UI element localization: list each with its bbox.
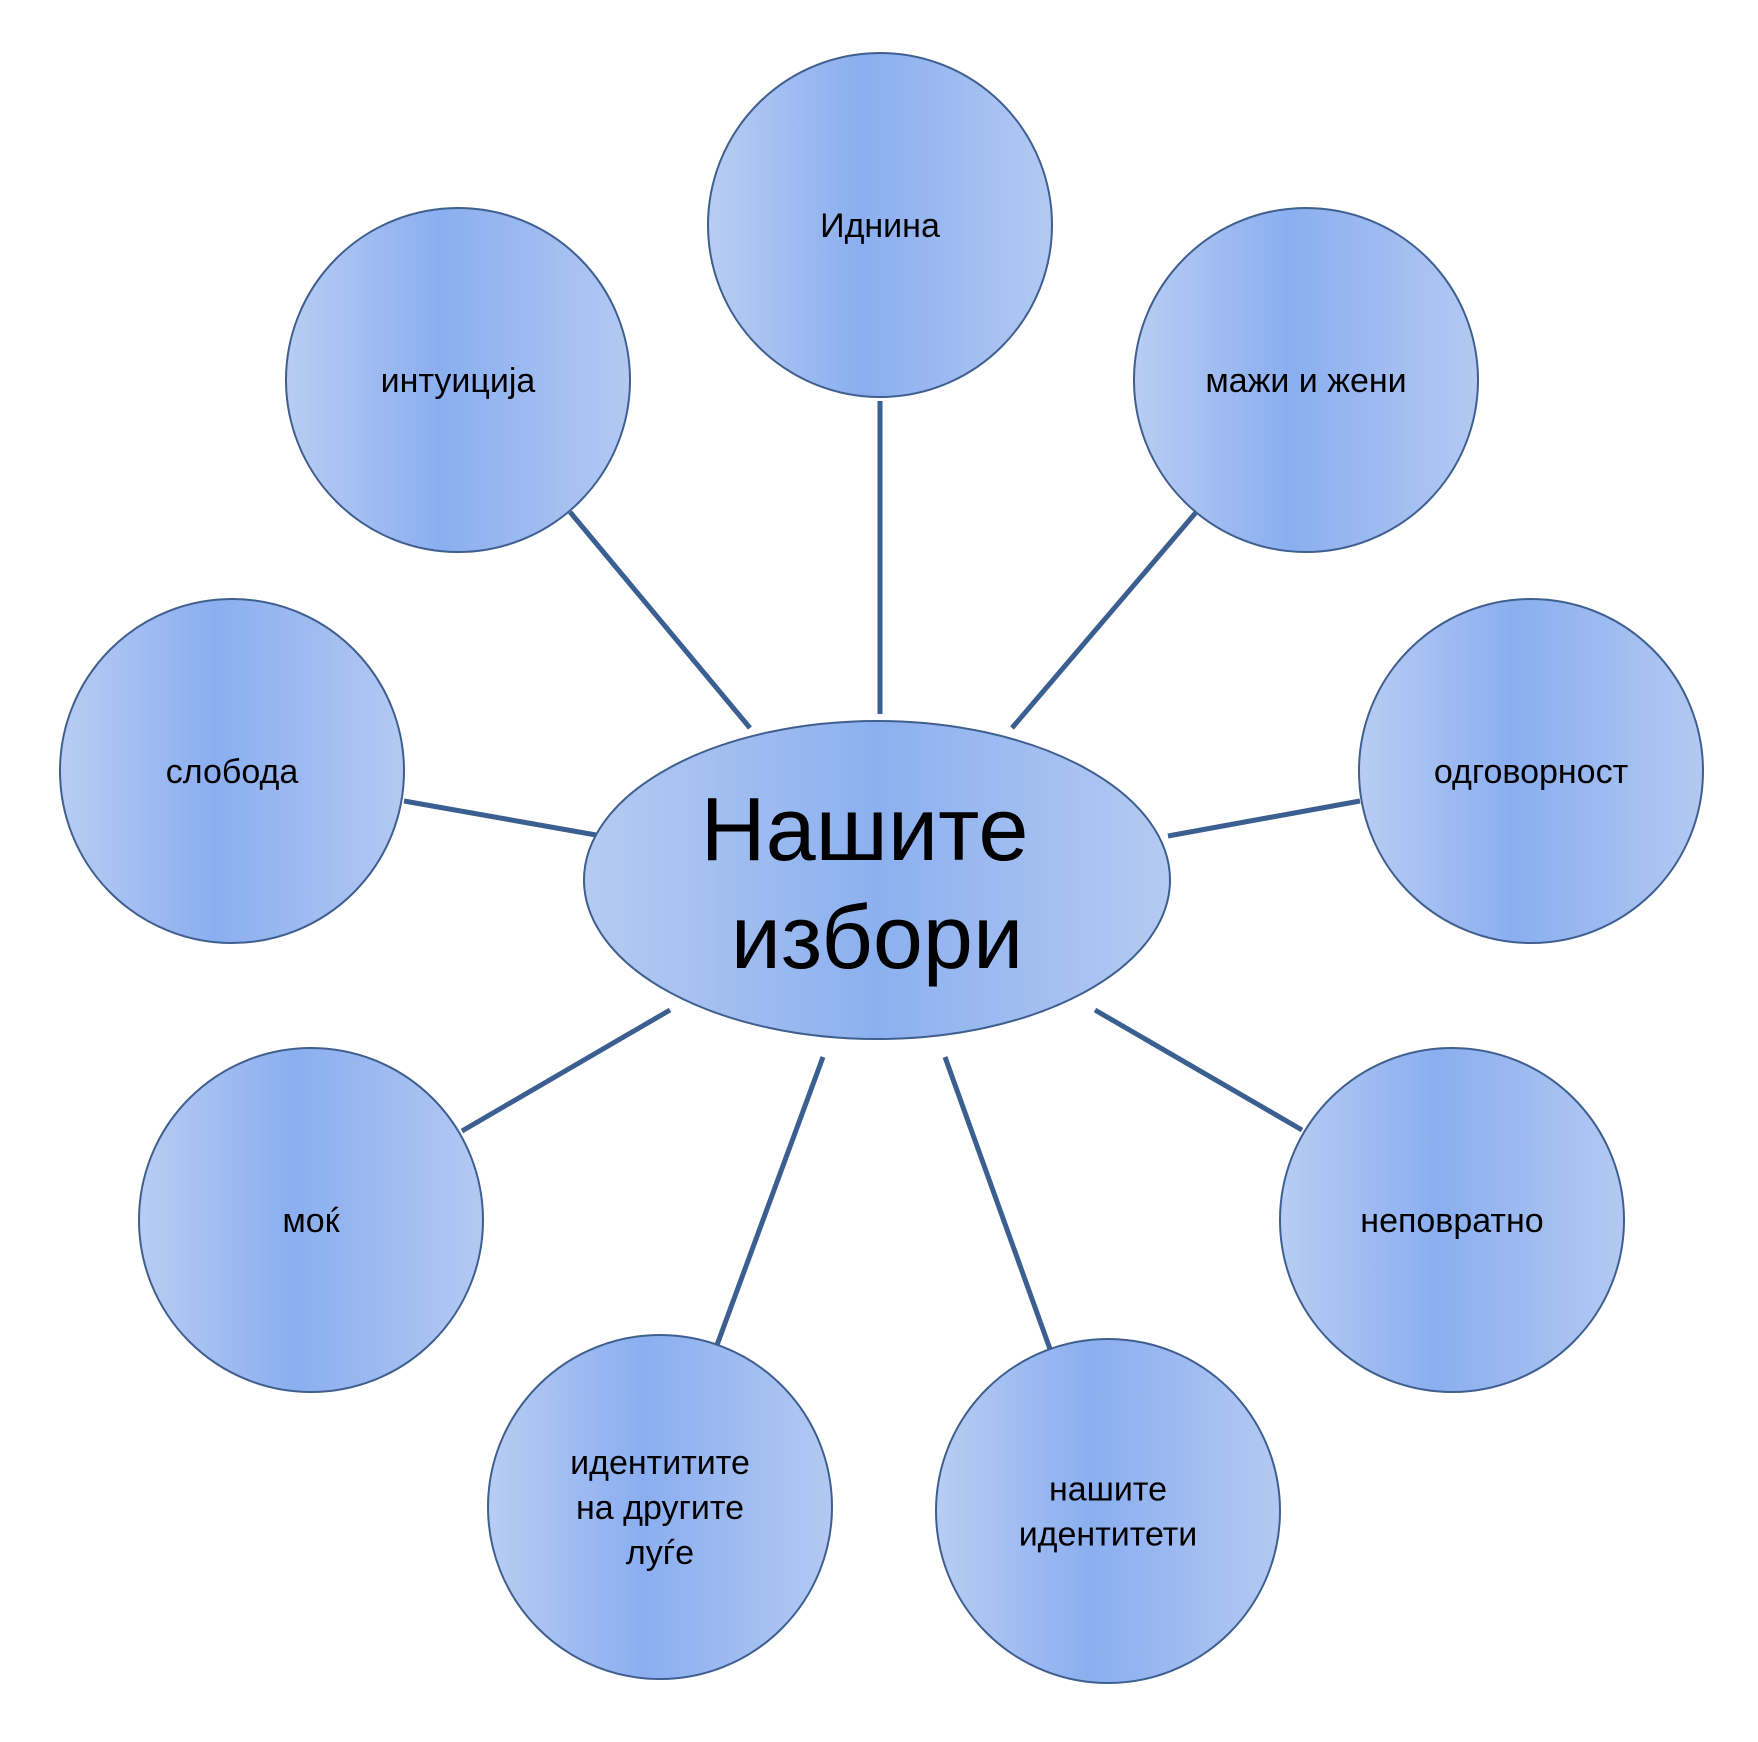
- node-label-odgovornost: одговорност: [1434, 753, 1628, 791]
- node-circle-nashite-identiteti: [935, 1338, 1281, 1684]
- node-circle-odgovornost: [1358, 598, 1704, 944]
- node-label-line: луѓе: [626, 1534, 694, 1572]
- node-label-nashite-identiteti: нашите идентитети: [1019, 1471, 1198, 1554]
- node-label-line: нашите: [1049, 1471, 1167, 1509]
- center-title-line-2: избори: [731, 888, 1023, 988]
- node-circle-sloboda: [59, 598, 405, 944]
- node-label-line: слобода: [166, 753, 299, 791]
- node-intuicija: интуиција: [285, 207, 631, 553]
- node-label-line: одговорност: [1434, 753, 1628, 791]
- node-label-idnina: Иднина: [820, 207, 940, 245]
- center-ellipse: [583, 720, 1171, 1040]
- node-identitite-na-drugite: идентитите на другите луѓе: [487, 1334, 833, 1680]
- node-sloboda: слобода: [59, 598, 405, 944]
- node-label-line: Иднина: [820, 207, 940, 245]
- node-odgovornost: одговорност: [1358, 598, 1704, 944]
- connector-nepovratno: [1093, 1007, 1304, 1133]
- node-label-sloboda: слобода: [166, 753, 299, 791]
- node-circle-nepovratno: [1279, 1047, 1625, 1393]
- node-circle-idnina: [707, 52, 1053, 398]
- connector-sloboda: [403, 798, 597, 838]
- node-label-line: идентитите: [570, 1444, 750, 1482]
- connector-intuicija: [568, 510, 752, 730]
- center-title-line-1: Нашите: [701, 780, 1029, 880]
- node-label-line: неповратно: [1360, 1202, 1543, 1240]
- node-label-nepovratno: неповратно: [1360, 1202, 1543, 1240]
- connector-mazhi-i-zheni: [1010, 508, 1200, 730]
- connector-mok: [460, 1007, 672, 1134]
- center-title: Нашите избори: [701, 780, 1054, 988]
- node-label-line: интуиција: [381, 362, 536, 400]
- center-topic: Нашите избори: [583, 720, 1171, 1040]
- topic-nodes: Иднина мажи и жени одговорност неповратно на…: [59, 52, 1704, 1684]
- node-label-identitite-na-drugite: идентитите на другите луѓе: [570, 1444, 750, 1572]
- node-label-mazhi-i-zheni: мажи и жени: [1205, 362, 1406, 400]
- node-label-line: на другите: [576, 1489, 744, 1527]
- node-mok: моќ: [138, 1047, 484, 1393]
- node-circle-mazhi-i-zheni: [1133, 207, 1479, 553]
- node-idnina: Иднина: [707, 52, 1053, 398]
- connector-nashite-identiteti: [942, 1056, 1053, 1350]
- node-circle-identitite-na-drugite: [487, 1334, 833, 1680]
- connector-lines: [403, 401, 1361, 1350]
- node-label-line: идентитети: [1019, 1516, 1198, 1554]
- node-label-mok: моќ: [282, 1202, 340, 1240]
- node-nepovratno: неповратно: [1279, 1047, 1625, 1393]
- node-circle-mok: [138, 1047, 484, 1393]
- node-label-line: мажи и жени: [1205, 362, 1406, 400]
- node-mazhi-i-zheni: мажи и жени: [1133, 207, 1479, 553]
- node-nashite-identiteti: нашите идентитети: [935, 1338, 1281, 1684]
- node-label-line: моќ: [282, 1202, 340, 1240]
- node-circle-intuicija: [285, 207, 631, 553]
- connector-odgovornost: [1167, 798, 1361, 839]
- node-label-intuicija: интуиција: [381, 362, 536, 400]
- connector-identitite-na-drugite: [714, 1056, 826, 1346]
